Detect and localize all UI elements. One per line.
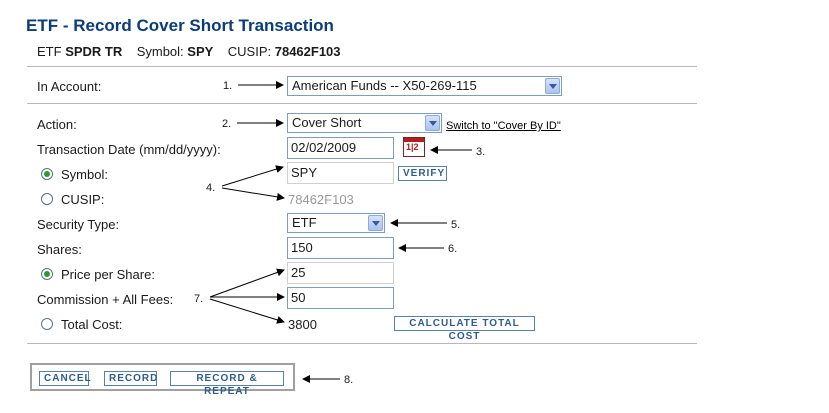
calculate-total-button[interactable]: CALCULATE TOTAL COST bbox=[394, 316, 535, 342]
calendar-icon[interactable]: 1|2 bbox=[403, 137, 425, 157]
annotation-2: 2. bbox=[222, 118, 232, 130]
symbol-input[interactable]: SPY bbox=[287, 162, 394, 184]
account-select[interactable]: American Funds -- X50-269-115 bbox=[287, 76, 562, 96]
shares-input[interactable]: 150 bbox=[287, 237, 394, 259]
account-select-value: American Funds -- X50-269-115 bbox=[292, 78, 477, 93]
price-input[interactable]: 25 bbox=[287, 262, 394, 284]
divider bbox=[27, 343, 697, 344]
annotation-1: 1. bbox=[223, 80, 233, 92]
security-type-text: ETF bbox=[37, 44, 62, 59]
security-name: SPDR TR bbox=[65, 44, 123, 59]
shares-label: Shares: bbox=[37, 242, 82, 257]
cusip-summary-label: CUSIP: bbox=[227, 44, 272, 59]
total-value: 3800 bbox=[288, 317, 317, 332]
symbol-radio[interactable] bbox=[41, 168, 53, 180]
commission-label: Commission + All Fees: bbox=[37, 292, 174, 307]
price-label: Price per Share: bbox=[61, 267, 155, 282]
annotation-3: 3. bbox=[476, 146, 486, 158]
security-type-value: ETF bbox=[292, 215, 317, 230]
annotation-8: 8. bbox=[344, 374, 354, 386]
symbol-summary-value: SPY bbox=[187, 44, 214, 59]
total-label: Total Cost: bbox=[61, 317, 123, 332]
divider bbox=[27, 103, 697, 104]
date-input[interactable]: 02/02/2009 bbox=[287, 137, 394, 159]
annotation-5: 5. bbox=[451, 219, 461, 231]
action-button-group bbox=[30, 363, 295, 391]
cusip-summary-value: 78462F103 bbox=[274, 44, 341, 59]
action-label: Action: bbox=[37, 117, 77, 132]
action-select[interactable]: Cover Short bbox=[287, 113, 442, 133]
chevron-down-icon bbox=[368, 215, 383, 231]
divider bbox=[27, 66, 697, 67]
account-label: In Account: bbox=[37, 79, 102, 94]
cusip-input[interactable]: 78462F103 bbox=[288, 192, 354, 207]
security-type-label: Security Type: bbox=[37, 217, 120, 232]
annotation-7: 7. bbox=[194, 293, 204, 305]
record-repeat-button[interactable]: RECORD & REPEAT bbox=[170, 371, 284, 397]
chevron-down-icon bbox=[425, 115, 440, 131]
date-label: Transaction Date (mm/dd/yyyy): bbox=[37, 142, 221, 157]
commission-input[interactable]: 50 bbox=[287, 287, 394, 309]
arrow-4a bbox=[221, 165, 284, 187]
action-select-value: Cover Short bbox=[292, 115, 362, 130]
record-button[interactable]: RECORD bbox=[104, 371, 157, 386]
price-radio[interactable] bbox=[41, 268, 53, 280]
annotation-6: 6. bbox=[448, 243, 458, 255]
switch-cover-by-id-link[interactable]: Switch to "Cover By ID" bbox=[446, 120, 561, 132]
calendar-icon-text: 1|2 bbox=[406, 142, 419, 152]
symbol-summary-label: Symbol: bbox=[136, 44, 184, 59]
arrow-4b bbox=[221, 187, 285, 201]
chevron-down-icon bbox=[545, 78, 560, 94]
security-type-select[interactable]: ETF bbox=[287, 213, 385, 233]
cancel-button[interactable]: CANCEL bbox=[39, 371, 91, 386]
security-summary: ETF SPDR TR Symbol: SPY CUSIP: 78462F103 bbox=[37, 44, 341, 59]
symbol-label: Symbol: bbox=[61, 167, 108, 182]
arrow-7a bbox=[209, 268, 285, 298]
arrow-7c bbox=[209, 298, 285, 324]
verify-button[interactable]: VERIFY bbox=[398, 166, 447, 181]
cusip-label: CUSIP: bbox=[61, 192, 105, 207]
cusip-radio[interactable] bbox=[41, 193, 53, 205]
page-title: ETF - Record Cover Short Transaction bbox=[26, 16, 334, 35]
annotation-4: 4. bbox=[206, 182, 216, 194]
total-radio[interactable] bbox=[41, 318, 53, 330]
